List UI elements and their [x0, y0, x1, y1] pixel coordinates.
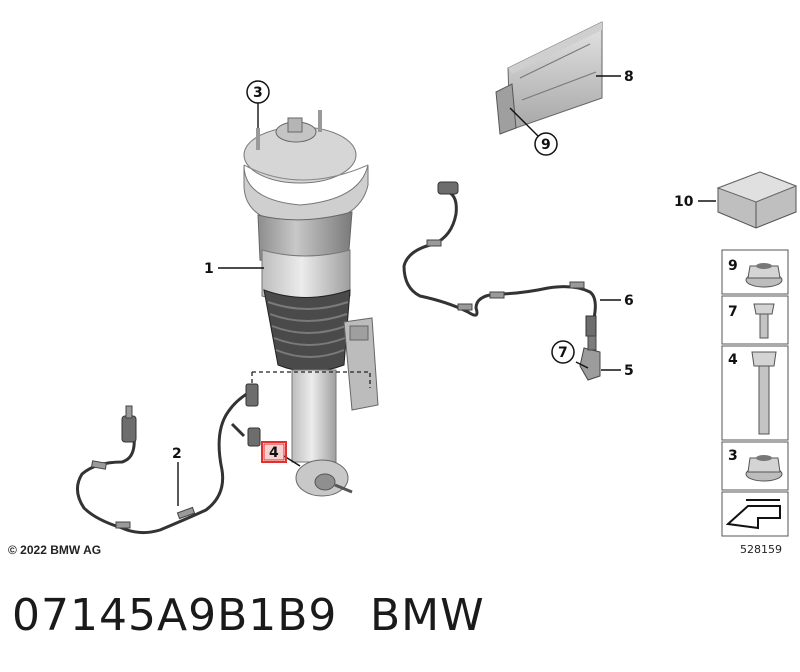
- callout-10: 10: [674, 194, 694, 210]
- fastener-label-3: 3: [728, 448, 738, 464]
- callout-5: 5: [624, 363, 634, 379]
- callout-3-circle: 3: [246, 80, 270, 104]
- long-bolt-icon: [751, 351, 777, 435]
- wire-clips-2: [91, 460, 196, 529]
- callout-9-circle: 9: [534, 132, 558, 156]
- parts-diagram: 1 2 3 4 5 6 7 8 9 10 9 7 4: [8, 21, 798, 557]
- copyright-text: © 2022 BMW AG: [8, 543, 101, 557]
- callout-8: 8: [624, 69, 634, 85]
- callout-4: 4: [269, 445, 279, 461]
- callout-7-circle: 7: [551, 340, 575, 364]
- sensor-connector-2a: [121, 405, 137, 443]
- callout-7: 7: [558, 345, 568, 361]
- callout-9: 9: [541, 137, 551, 153]
- leader-lines: [177, 75, 716, 506]
- short-bolt-icon: [753, 303, 775, 339]
- insulation-block-part-10: [716, 171, 798, 229]
- callout-4-highlight: 4: [261, 441, 287, 463]
- diagram-arrow-icon: [725, 499, 781, 530]
- fastener-label-4: 4: [728, 352, 738, 368]
- flange-nut-icon: [745, 263, 783, 288]
- cable-clips-6: [426, 239, 585, 311]
- sensor-connector-2b: [245, 383, 261, 447]
- part-number: 07145A9B1B9: [12, 590, 338, 641]
- air-strut-part-1: [243, 110, 379, 497]
- hex-nut-icon: [745, 455, 783, 482]
- diagram-id: 528159: [740, 543, 782, 556]
- fastener-panel: [721, 249, 789, 537]
- control-unit-part-8: [495, 21, 603, 135]
- level-sensor-part-5: [579, 315, 601, 381]
- sensor-cable-part-6: [402, 190, 597, 319]
- brand-name: BMW: [370, 590, 485, 641]
- callout-3: 3: [253, 85, 263, 101]
- fastener-label-9: 9: [728, 258, 738, 274]
- fastener-label-7: 7: [728, 304, 738, 320]
- callout-6: 6: [624, 293, 634, 309]
- cable-connector-6a: [437, 181, 459, 195]
- callout-1: 1: [204, 261, 214, 277]
- callout-2: 2: [172, 446, 182, 462]
